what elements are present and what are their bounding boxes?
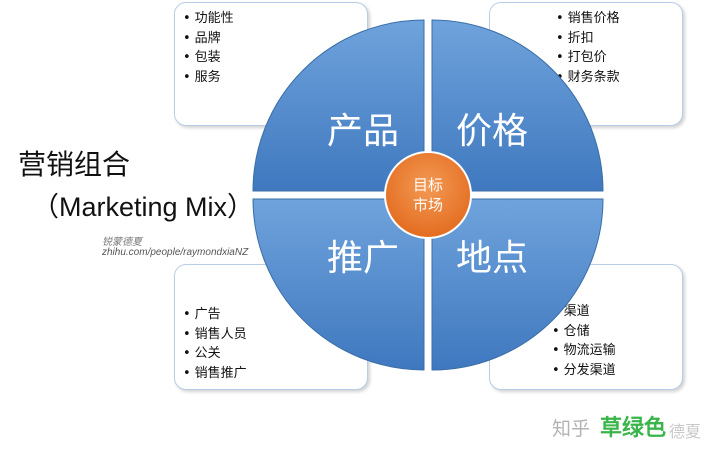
list-item: 分发渠道	[552, 361, 616, 381]
list-item: 仓储	[552, 322, 616, 342]
zhihu-logo: 知乎	[552, 418, 591, 440]
promotion-details-list: 广告 销售人员 公关 销售推广	[183, 305, 247, 383]
watermark-name: 锐蒙德夏	[102, 237, 142, 248]
list-item: 折扣	[556, 29, 620, 49]
list-item: 服务	[183, 68, 234, 88]
list-item: 包装	[183, 48, 234, 68]
list-item: 销售人员	[183, 325, 247, 345]
title-chinese: 营销组合	[18, 148, 131, 181]
price-details-list: 销售价格 折扣 打包价 财务条款	[556, 9, 620, 87]
promotion-quadrant	[252, 198, 425, 371]
list-item: 公关	[183, 344, 247, 364]
promotion-label: 推广	[327, 238, 399, 279]
product-details-list: 功能性 品牌 包装 服务	[183, 9, 234, 87]
center-label-line1: 目标	[413, 176, 443, 194]
place-quadrant	[431, 198, 604, 371]
price-quadrant	[431, 19, 604, 192]
place-details-list: 渠道 仓储 物流运输 分发渠道	[552, 302, 616, 380]
list-item: 销售推广	[183, 364, 247, 384]
list-item: 渠道	[552, 302, 616, 322]
list-item: 打包价	[556, 48, 620, 68]
product-quadrant	[252, 19, 425, 192]
center-label-line2: 市场	[413, 196, 443, 214]
list-item: 物流运输	[552, 341, 616, 361]
author-name-tail: 德夏	[669, 422, 702, 441]
watermark-url: zhihu.com/people/raymondxiaNZ	[102, 247, 249, 258]
list-item: 销售价格	[556, 9, 620, 29]
title-english: （Marketing Mix）	[32, 192, 255, 222]
list-item: 品牌	[183, 29, 234, 49]
list-item: 广告	[183, 305, 247, 325]
product-label: 产品	[327, 111, 399, 152]
author-name: 草绿色	[600, 416, 667, 441]
price-label: 价格	[456, 111, 528, 152]
list-item: 功能性	[183, 9, 234, 29]
list-item: 财务条款	[556, 68, 620, 88]
place-label: 地点	[456, 238, 528, 279]
target-market-circle	[384, 151, 472, 239]
